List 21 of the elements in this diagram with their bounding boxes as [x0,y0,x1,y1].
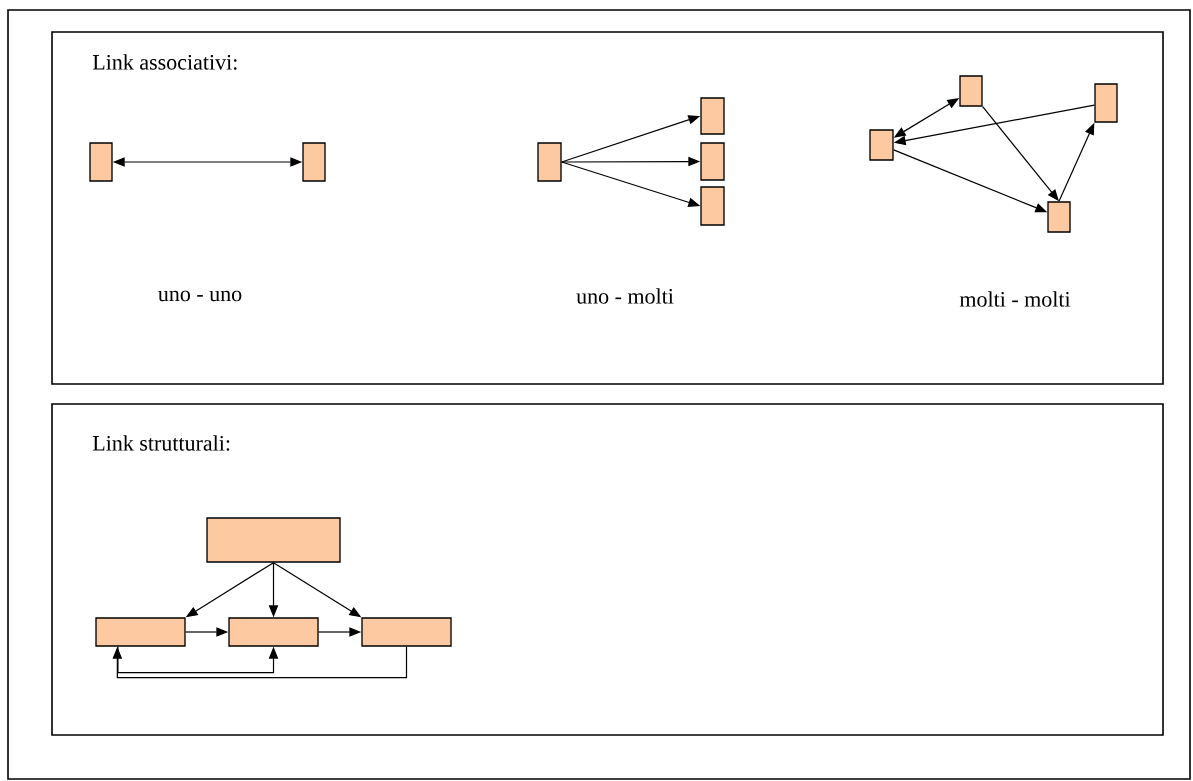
box [700,97,725,135]
panel-heading: Link strutturali: [92,435,230,451]
box [89,142,113,182]
caption: uno - molti [576,288,674,304]
box [302,142,326,182]
box [869,129,894,161]
panel-heading: Link associativi: [92,54,237,70]
box [537,142,562,182]
box [959,75,983,107]
box [228,617,319,647]
caption: uno - uno [158,290,242,302]
box [361,617,452,647]
box [1094,83,1118,123]
box [1047,201,1071,233]
box [700,142,725,181]
box [700,186,725,226]
arrow [117,646,279,674]
arrow [112,646,408,679]
box [95,617,186,647]
box [206,517,341,563]
caption: molti - molti [959,291,1071,307]
